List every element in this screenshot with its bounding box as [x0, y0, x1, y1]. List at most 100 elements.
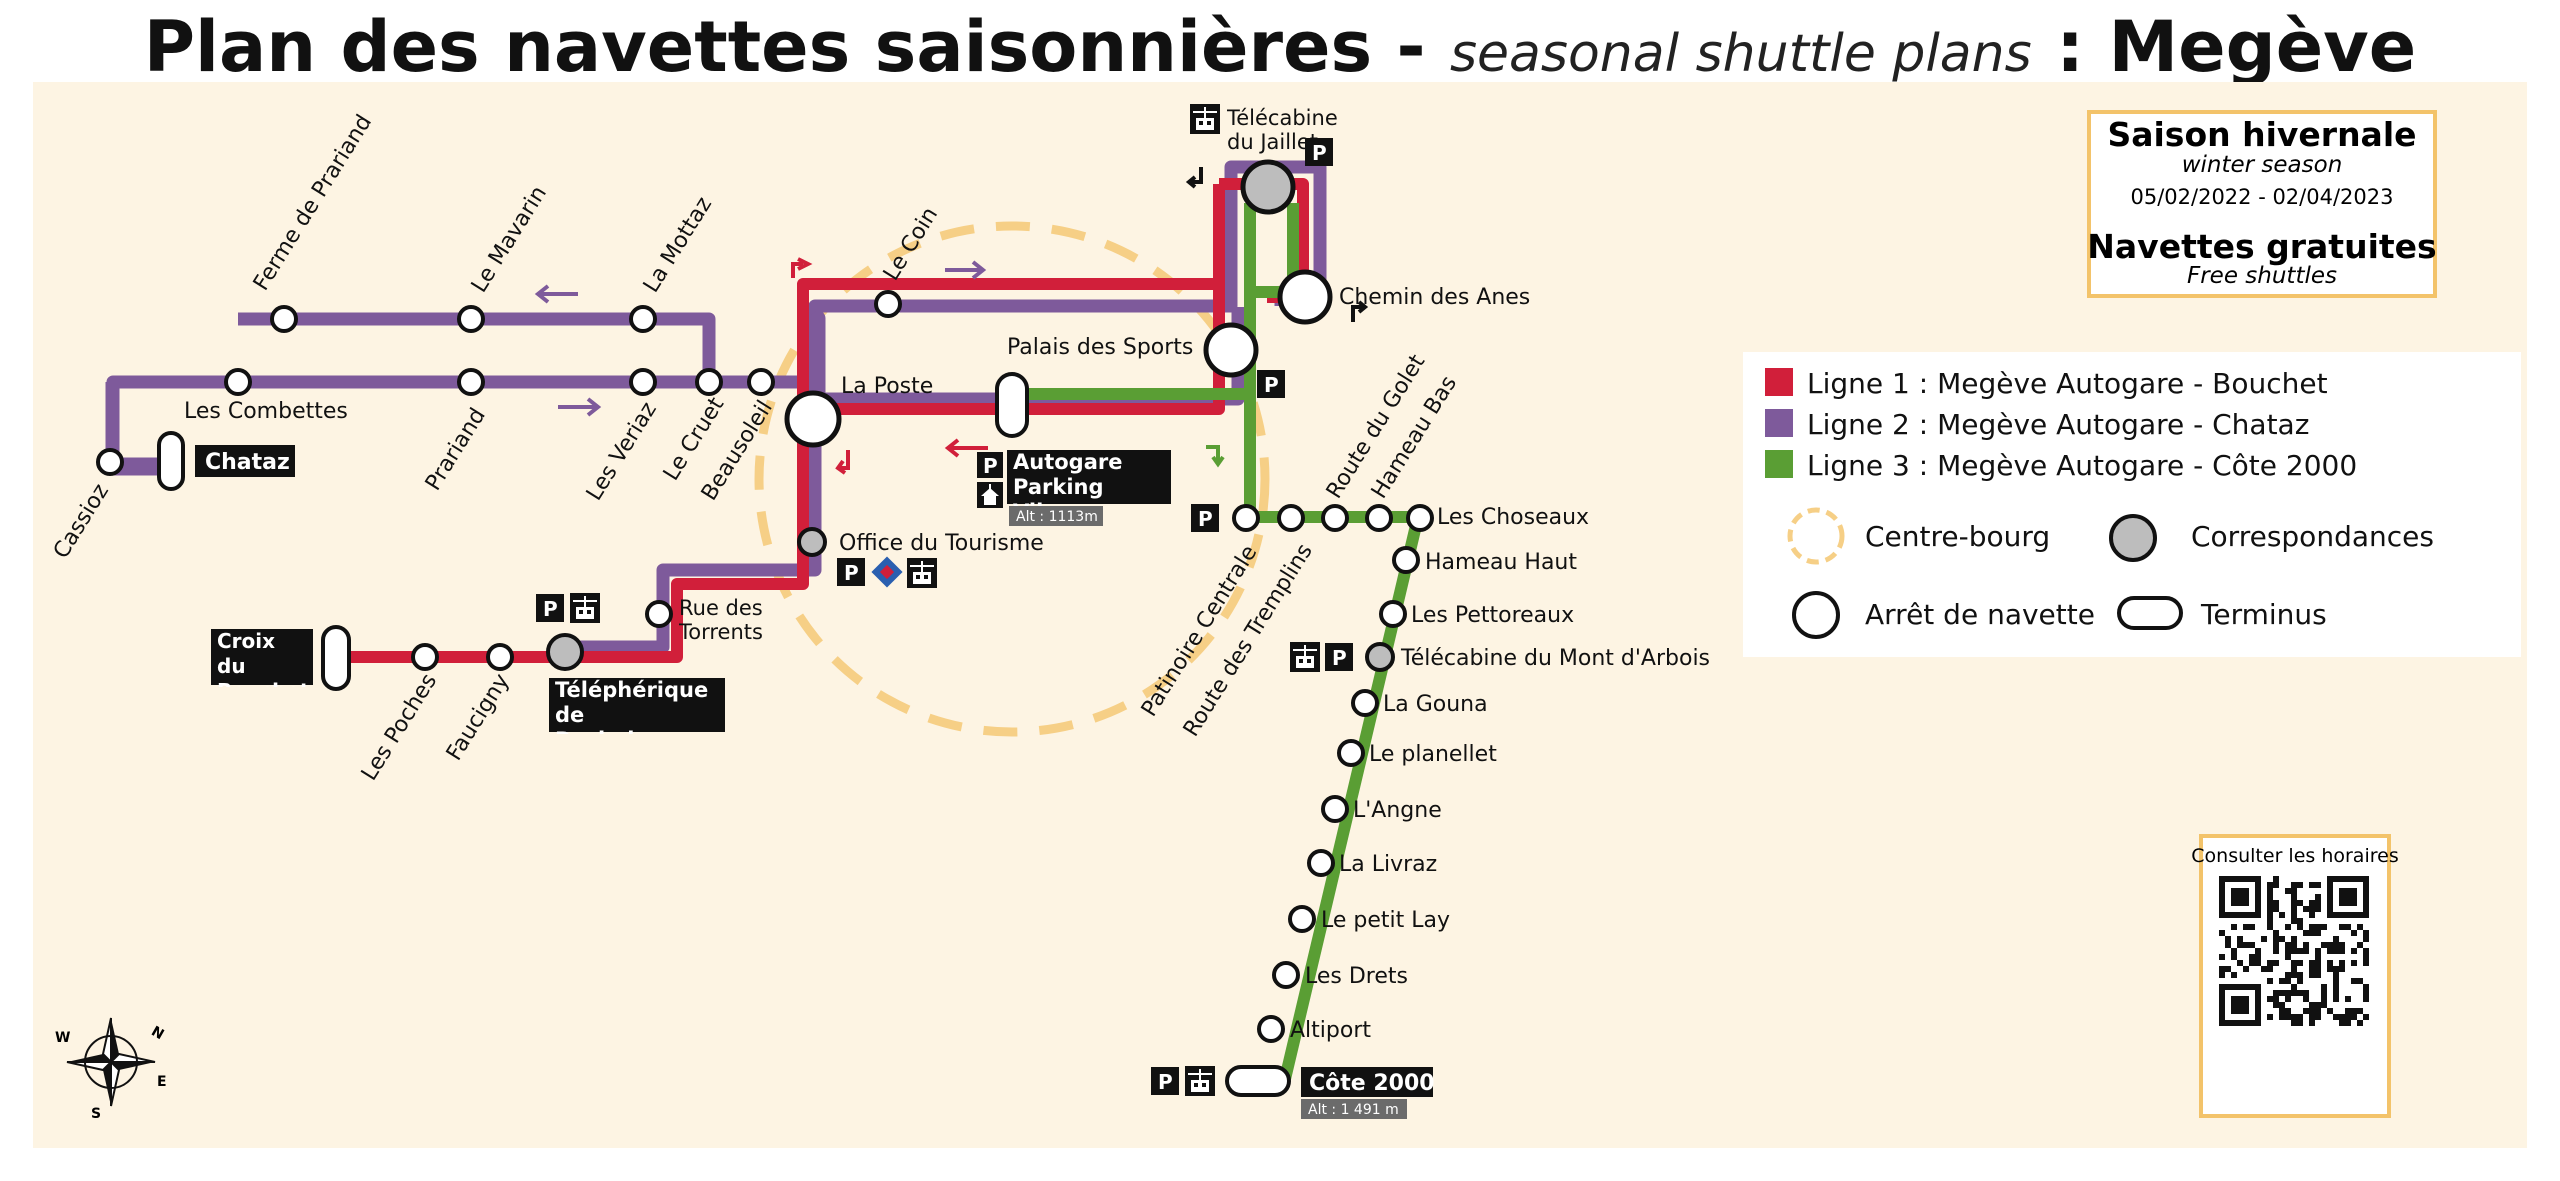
- label-chemin-des-anes: Chemin des Anes: [1339, 285, 1530, 310]
- label-altiport: Altiport: [1290, 1018, 1371, 1043]
- legend-swatch-line1: [1765, 368, 1793, 396]
- stop-la-poste: [784, 390, 842, 448]
- stop-cassioz: [96, 448, 124, 476]
- compass-w: W: [55, 1030, 70, 1046]
- label-l-angne: L'Angne: [1353, 798, 1442, 823]
- stop-palais-des-sports: [1203, 322, 1259, 378]
- stop-le-planellet: [1337, 739, 1365, 767]
- title-place: : Megève: [2031, 6, 2417, 88]
- season-subtitle: winter season: [2182, 152, 2343, 178]
- cable-car-icon-rochebrune: [569, 592, 601, 624]
- compass-e: E: [157, 1074, 167, 1090]
- label-les-pettoreaux: Les Pettoreaux: [1411, 603, 1574, 628]
- legend-terminus-symbol: [2117, 596, 2183, 630]
- parking-letter-rochebrune: P: [543, 597, 558, 621]
- legend-correspondances-symbol: [2109, 514, 2157, 562]
- label-rue-des-torrents: Rue des Torrents: [679, 596, 763, 644]
- parking-letter-office: P: [844, 561, 859, 585]
- qr-code-icon: [2219, 876, 2369, 1026]
- parking-icon-mont-arbois: [1325, 643, 1353, 671]
- stop-route-du-golet: [1321, 504, 1349, 532]
- parking-icon-rochebrune: [536, 594, 564, 622]
- free-title: Navettes gratuites: [2087, 227, 2436, 266]
- legend-centre-bourg-symbol: [1787, 507, 1845, 565]
- terminus-cote-2000: [1225, 1065, 1291, 1097]
- label-chataz-bg: [195, 445, 295, 477]
- stop-telecabine-mont-arbois: [1365, 642, 1395, 672]
- title-main: Plan des navettes saisonnières -: [143, 6, 1450, 88]
- stop-prariand: [457, 368, 485, 396]
- stop-faucigny: [486, 643, 514, 671]
- centre-bourg-zone: [754, 221, 1270, 737]
- stop-ferme-de-prariand: [270, 305, 298, 333]
- stop-la-gouna: [1351, 689, 1379, 717]
- stop-l-angne: [1321, 795, 1349, 823]
- label-autogare-alt: Alt : 1113m: [1016, 509, 1098, 525]
- stop-les-drets: [1272, 961, 1300, 989]
- label-la-gouna: La Gouna: [1383, 692, 1488, 717]
- label-la-poste: La Poste: [841, 374, 933, 399]
- label-les-combettes: Les Combettes: [184, 399, 348, 424]
- label-palais-des-sports: Palais des Sports: [1007, 335, 1193, 360]
- stop-altiport: [1257, 1015, 1285, 1043]
- label-le-planellet: Le planellet: [1369, 742, 1497, 767]
- season-box: Saison hivernale winter season 05/02/202…: [2087, 110, 2437, 298]
- label-telepherique-bg: [549, 678, 725, 732]
- stop-le-coin: [874, 290, 902, 318]
- parking-icon-office: [837, 558, 865, 586]
- label-autogare-bg: [1007, 450, 1171, 504]
- legend-swatch-line2: [1765, 409, 1793, 437]
- label-telecabine-mont-arbois: Télécabine du Mont d'Arbois: [1400, 646, 1710, 671]
- label-le-petit-lay: Le petit Lay: [1321, 908, 1450, 933]
- parking-letter-cote-2000: P: [1158, 1070, 1173, 1094]
- parking-icon-autogare: [977, 452, 1003, 478]
- label-croix-du-bouchet: Croix du Bouchet: [217, 629, 309, 687]
- stop-les-poches: [411, 643, 439, 671]
- legend-arret: Arrêt de navette: [1865, 598, 2095, 631]
- stop-hameau-bas: [1365, 504, 1393, 532]
- chapel-icon: [977, 482, 1003, 508]
- stop-les-combettes: [224, 368, 252, 396]
- stop-route-des-tremplins: [1277, 504, 1305, 532]
- label-les-choseaux: Les Choseaux: [1437, 505, 1589, 530]
- label-chataz: Chataz: [205, 450, 290, 475]
- parking-letter-jaillet: P: [1312, 141, 1327, 165]
- cable-car-icon-office: [906, 557, 938, 589]
- legend-line3: Ligne 3 : Megève Autogare - Côte 2000: [1807, 449, 2357, 482]
- label-croix-du-bouchet-bg: [211, 629, 313, 685]
- stop-chemin-des-anes: [1277, 269, 1333, 325]
- legend-swatch-line3: [1765, 450, 1793, 478]
- stop-les-veriaz: [629, 368, 657, 396]
- compass-s: S: [91, 1106, 101, 1122]
- shuttle-map: Cassioz Chataz Les Combettes Ferme de Pr…: [33, 82, 2527, 1148]
- stop-la-mottaz: [629, 305, 657, 333]
- legend-arret-symbol: [1792, 591, 1840, 639]
- stop-rue-des-torrents: [645, 600, 673, 628]
- terminus-autogare: [995, 372, 1029, 438]
- label-cote-2000-alt: Alt : 1 491 m: [1308, 1102, 1399, 1118]
- parking-letter-palais: P: [1264, 373, 1279, 397]
- parking-letter-patinoire: P: [1198, 507, 1213, 531]
- legend-line2: Ligne 2 : Megève Autogare - Chataz: [1807, 408, 2309, 441]
- stop-le-cruet: [695, 368, 723, 396]
- legend-centre-bourg: Centre-bourg: [1865, 520, 2050, 553]
- terminus-chataz: [157, 431, 185, 491]
- legend-line1: Ligne 1 : Megève Autogare - Bouchet: [1807, 367, 2328, 400]
- parking-icon-cote-2000: [1151, 1067, 1179, 1095]
- stop-office-du-tourisme: [797, 527, 827, 557]
- stop-les-pettoreaux: [1379, 600, 1407, 628]
- qr-label: Consulter les horaires: [2191, 845, 2398, 867]
- stop-telepherique-rochebrune: [546, 633, 584, 671]
- stop-telecabine-jaillet: [1240, 159, 1296, 215]
- stop-les-choseaux: [1406, 504, 1434, 532]
- label-la-livraz: La Livraz: [1339, 852, 1437, 877]
- label-autogare-alt-bg: [1009, 506, 1103, 526]
- label-office-du-tourisme: Office du Tourisme: [839, 531, 1044, 556]
- legend: Ligne 1 : Megève Autogare - Bouchet Lign…: [1743, 352, 2521, 657]
- label-telecabine-jaillet: Télécabine du Jaillet: [1227, 106, 1338, 154]
- label-autogare: Autogare Parking Vilage: [1013, 450, 1123, 506]
- legend-correspondances: Correspondances: [2191, 520, 2434, 553]
- qr-code-block[interactable]: Consulter les horaires: [2191, 834, 2399, 1118]
- season-title: Saison hivernale: [2107, 115, 2416, 154]
- label-cote-2000-bg: [1301, 1067, 1433, 1097]
